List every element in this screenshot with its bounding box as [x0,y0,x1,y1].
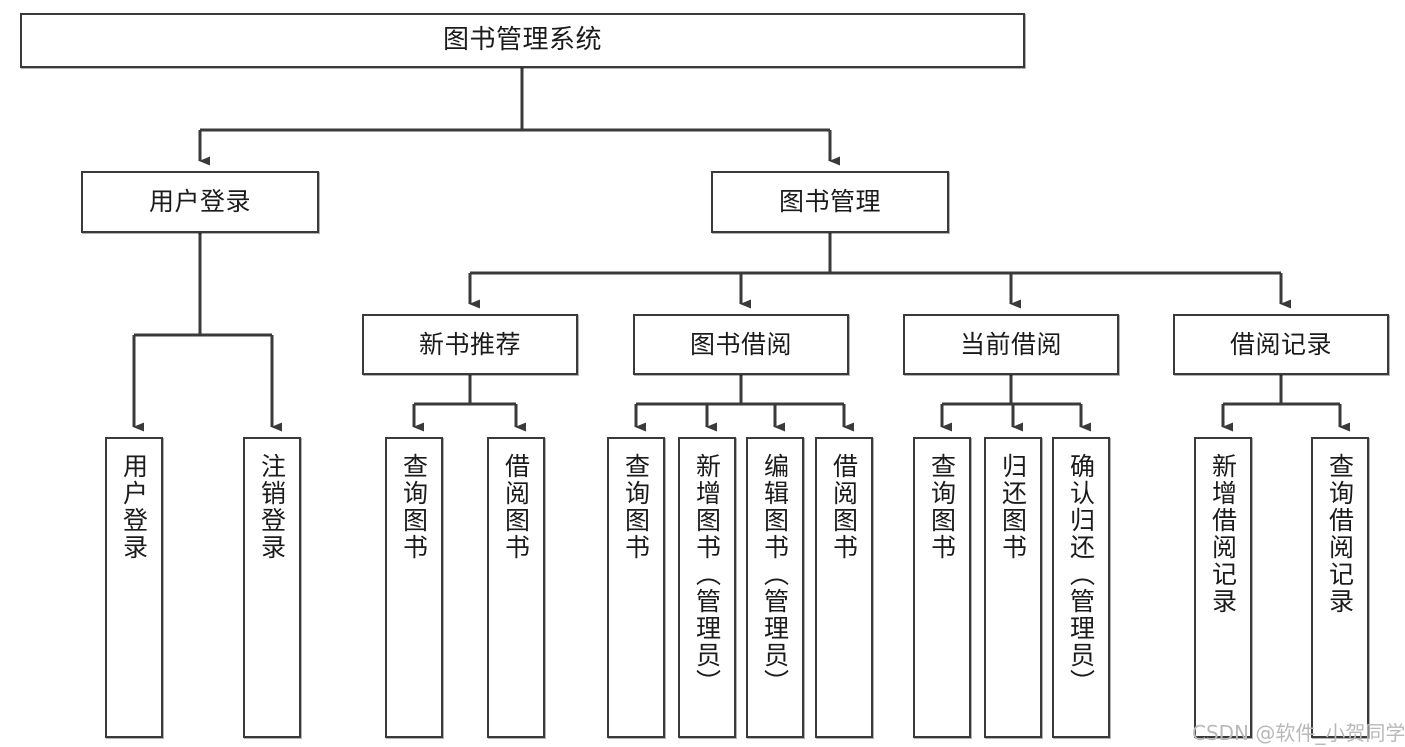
node-root-label: 图书管理系统 [442,24,602,55]
node-book-borrow-label: 图书借阅 [689,329,792,359]
node-current-borrow[interactable]: 当前借阅 [903,314,1119,375]
node-borrow-record[interactable]: 借阅记录 [1173,314,1389,375]
node-leaf-edit-book[interactable]: 编辑图书（管理员） [746,437,804,738]
node-leaf-logout[interactable]: 注销登录 [243,437,301,738]
node-leaf-query-book-3-label: 查询图书 [927,453,957,561]
node-leaf-add-book[interactable]: 新增图书（管理员） [678,437,736,738]
node-user-login[interactable]: 用户登录 [81,171,319,233]
node-leaf-borrow-book-1[interactable]: 借阅图书 [487,437,545,738]
node-leaf-query-book-3[interactable]: 查询图书 [913,437,971,738]
node-leaf-confirm-return-label: 确认归还（管理员） [1066,453,1096,696]
node-leaf-user-login[interactable]: 用户登录 [105,437,163,738]
node-root[interactable]: 图书管理系统 [20,13,1025,68]
node-leaf-add-book-label: 新增图书（管理员） [692,453,722,696]
node-leaf-add-record[interactable]: 新增借阅记录 [1194,437,1252,738]
node-leaf-query-book-1[interactable]: 查询图书 [385,437,443,738]
csdn-watermark: CSDN @软件_小贺同学 [1192,721,1405,745]
node-book-manage-label: 图书管理 [778,187,881,216]
node-leaf-confirm-return[interactable]: 确认归还（管理员） [1052,437,1110,738]
node-leaf-query-record[interactable]: 查询借阅记录 [1311,437,1369,738]
node-leaf-query-book-2-label: 查询图书 [621,453,651,561]
node-leaf-borrow-book-2-label: 借阅图书 [829,453,859,561]
node-book-borrow[interactable]: 图书借阅 [633,314,849,375]
node-borrow-record-label: 借阅记录 [1229,329,1332,359]
node-user-login-label: 用户登录 [148,187,251,216]
node-book-manage[interactable]: 图书管理 [711,171,949,233]
node-leaf-borrow-book-2[interactable]: 借阅图书 [815,437,873,738]
node-leaf-query-book-2[interactable]: 查询图书 [607,437,665,738]
node-leaf-query-record-label: 查询借阅记录 [1325,453,1355,615]
node-leaf-user-login-label: 用户登录 [119,453,149,561]
node-new-book-recommend[interactable]: 新书推荐 [362,314,578,375]
node-leaf-query-book-1-label: 查询图书 [399,453,429,561]
node-leaf-borrow-book-1-label: 借阅图书 [501,453,531,561]
node-new-book-recommend-label: 新书推荐 [418,329,521,359]
node-current-borrow-label: 当前借阅 [959,329,1062,359]
node-leaf-return-book[interactable]: 归还图书 [984,437,1042,738]
node-leaf-return-book-label: 归还图书 [998,453,1028,561]
node-leaf-logout-label: 注销登录 [257,453,287,561]
node-leaf-add-record-label: 新增借阅记录 [1208,453,1238,615]
node-leaf-edit-book-label: 编辑图书（管理员） [760,453,790,696]
